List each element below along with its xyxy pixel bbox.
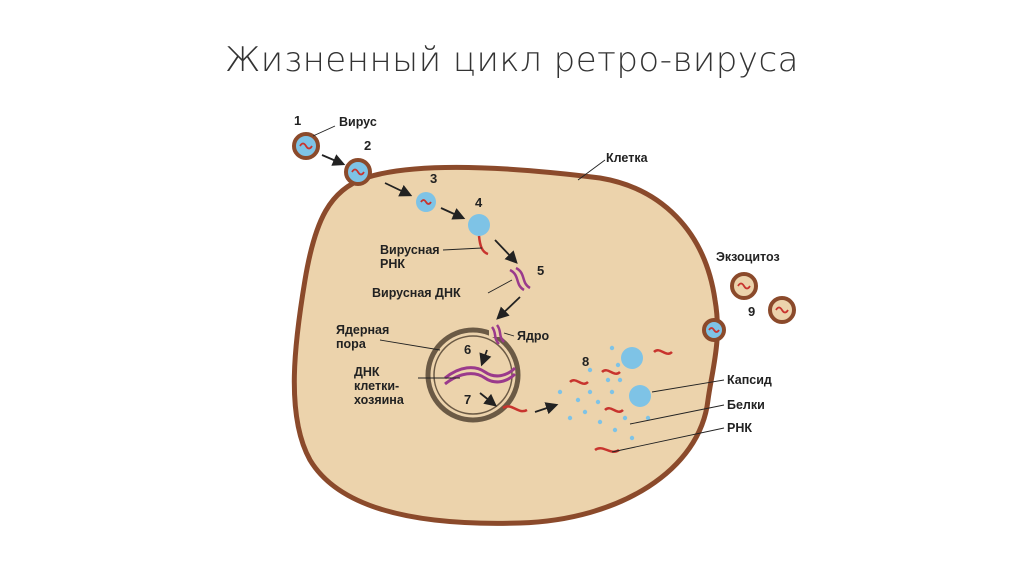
- label-viral-rna-line1: Вирусная: [380, 243, 440, 257]
- step-number-2: 2: [364, 138, 371, 153]
- step-number-6: 6: [464, 342, 471, 357]
- new-viral-rna: [502, 405, 528, 413]
- step-number-7: 7: [464, 392, 471, 407]
- virus-particle-3: [416, 192, 436, 212]
- step-number-9: 9: [748, 304, 755, 319]
- step-number-1: 1: [294, 113, 301, 128]
- label-rna: РНК: [727, 421, 752, 435]
- released-virus-1: [730, 272, 758, 300]
- label-virus: Вирус: [339, 115, 377, 129]
- label-capsid: Капсид: [727, 373, 772, 387]
- step-number-8: 8: [582, 354, 589, 369]
- step-arrows: [321, 154, 559, 415]
- label-nuclear-pore-line1: Ядерная: [336, 323, 389, 337]
- dna-entering-nucleus: [490, 324, 505, 345]
- step-number-4: 4: [475, 195, 483, 210]
- label-viral-rna-line2: РНК: [380, 257, 405, 271]
- label-proteins: Белки: [727, 398, 765, 412]
- label-host-dna-line2: клетки-: [354, 379, 399, 393]
- slide-title: Жизненный цикл ретро-вируса: [224, 40, 800, 80]
- viral-dna-strand: [509, 266, 531, 292]
- virus-particle-1: [292, 132, 320, 160]
- step-number-3: 3: [430, 171, 437, 186]
- label-host-dna-line3: хозяина: [354, 393, 405, 407]
- label-viral-dna: Вирусная ДНК: [372, 286, 461, 300]
- label-host-dna-line1: ДНК: [354, 365, 380, 379]
- nucleus: [425, 325, 521, 423]
- label-nucleus: Ядро: [517, 329, 550, 343]
- label-exocytosis: Экзоцитоз: [716, 250, 780, 264]
- step-number-5: 5: [537, 263, 544, 278]
- leader-lines: [312, 125, 725, 453]
- assembly-area: [557, 345, 673, 453]
- label-cell: Клетка: [606, 151, 649, 165]
- released-virus-2: [768, 296, 796, 324]
- virus-particle-2: [344, 158, 372, 186]
- budding-virus: [702, 318, 726, 342]
- label-nuclear-pore-line2: пора: [336, 337, 367, 351]
